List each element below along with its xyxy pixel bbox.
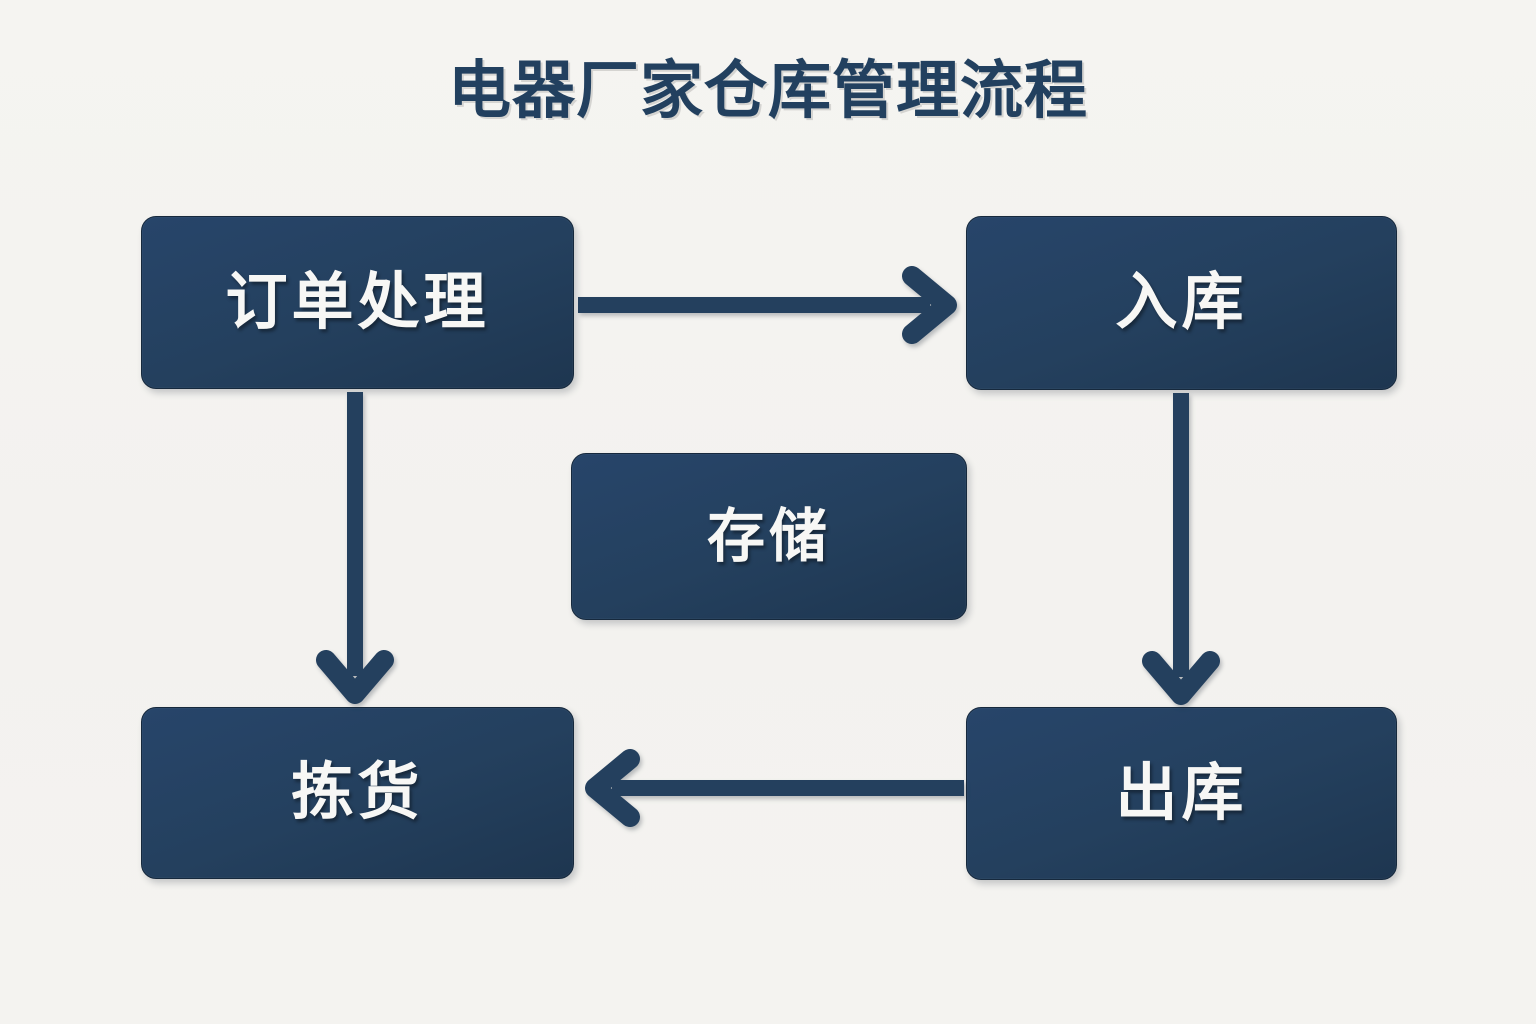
node-inbound-label: 入库 [1115,268,1248,337]
node-picking-label: 拣货 [291,758,424,827]
node-outbound-label: 出库 [1115,758,1248,828]
node-inbound[interactable]: 入库 [966,216,1397,390]
arrow-down-icon-inbound-to-outbound [1138,389,1224,711]
node-storage-label: 存储 [706,503,831,569]
node-outbound[interactable]: 出库 [966,707,1397,880]
node-picking[interactable]: 拣货 [141,707,574,879]
node-order-processing-label: 订单处理 [225,267,490,337]
page-title: 电器厂家仓库管理流程 [448,56,1088,126]
arrow-left-icon-outbound-to-picking [570,745,970,831]
node-storage[interactable]: 存储 [571,453,967,620]
arrow-right-icon-order-to-inbound [572,262,972,348]
node-order-processing[interactable]: 订单处理 [141,216,574,389]
arrow-down-icon-order-to-picking [312,388,398,710]
